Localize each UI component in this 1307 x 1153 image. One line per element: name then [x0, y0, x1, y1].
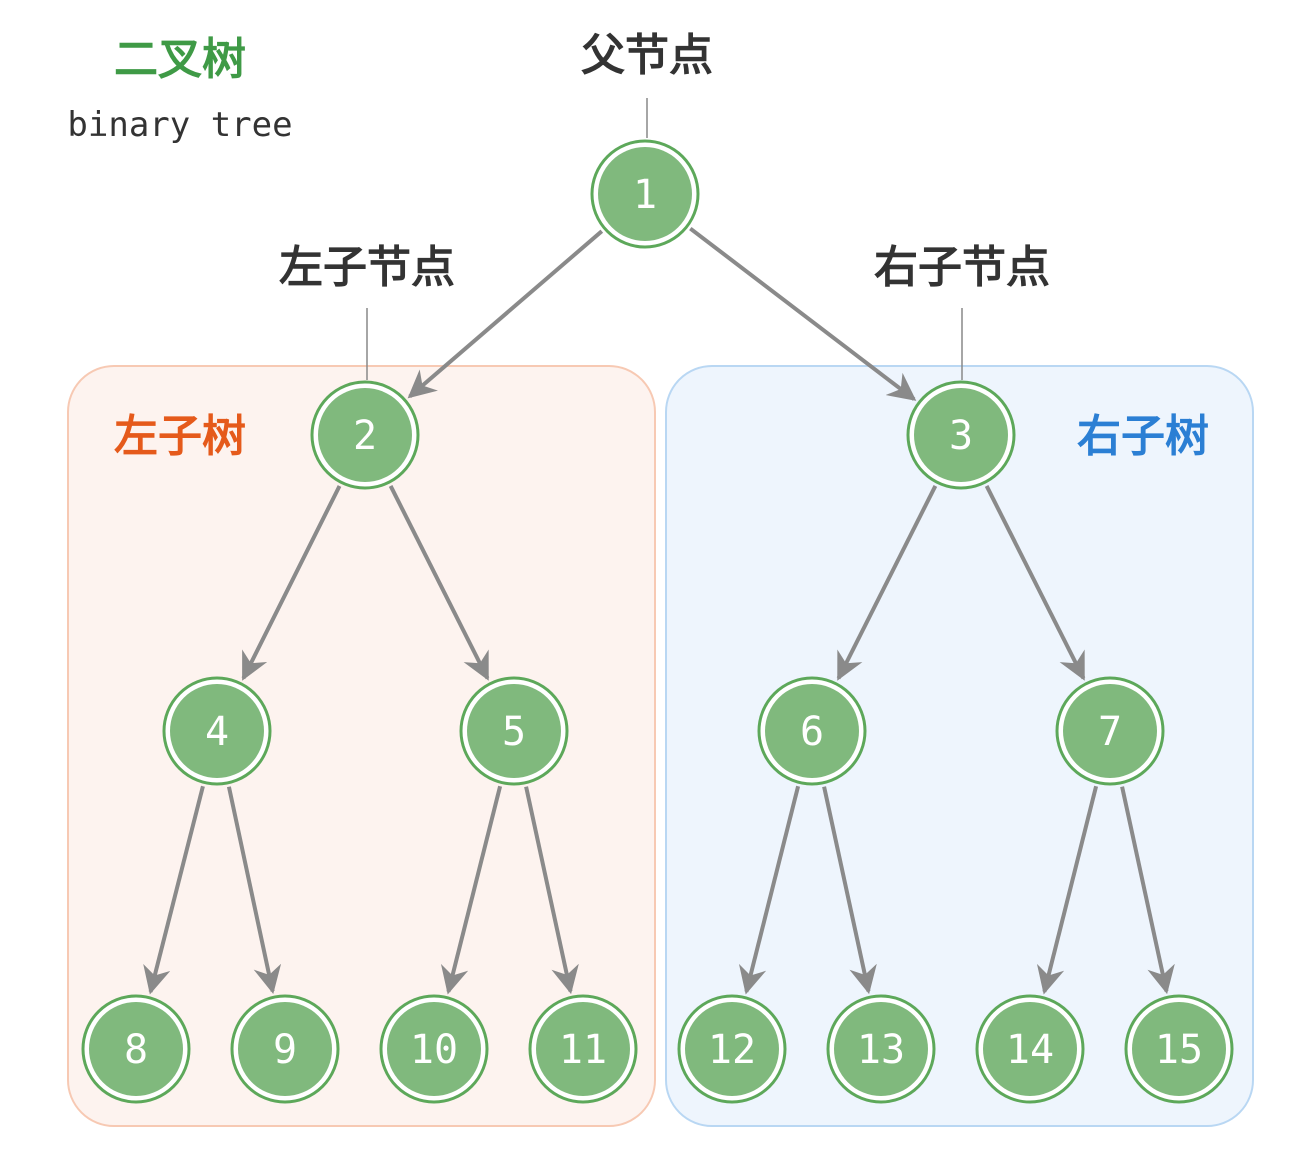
- edge-1-3: [689, 226, 917, 401]
- node-label: 12: [708, 1027, 756, 1073]
- node-label: 15: [1155, 1027, 1203, 1073]
- tree-node-3: 3: [906, 380, 1016, 490]
- edge-5-11: [524, 786, 579, 995]
- left-child-label: 左子节点: [279, 242, 455, 293]
- tree-node-10: 10: [379, 994, 489, 1104]
- title-zh: 二叉树: [114, 34, 246, 85]
- parent-node-label: 父节点: [581, 30, 713, 81]
- edge-3-7: [984, 485, 1086, 681]
- tree-node-8: 8: [81, 994, 191, 1104]
- node-label: 10: [410, 1027, 458, 1073]
- node-fill: [467, 684, 561, 778]
- right-subtree-label: 右子树: [1077, 411, 1209, 462]
- tree-node-7: 7: [1055, 676, 1165, 786]
- node-fill: [238, 1002, 332, 1096]
- node-label: 14: [1006, 1027, 1054, 1073]
- edge-7-14: [1036, 785, 1099, 995]
- left-subtree-label: 左子树: [114, 411, 246, 462]
- edge-3-6: [836, 485, 938, 681]
- edges-layer: [143, 226, 1175, 995]
- tree-node-1: 1: [590, 139, 700, 249]
- title-en: binary tree: [67, 105, 292, 145]
- node-fill: [536, 1002, 630, 1096]
- node-label: 9: [273, 1027, 297, 1073]
- edge-1-2: [407, 229, 604, 399]
- edge-2-4: [241, 485, 342, 681]
- tree-node-11: 11: [528, 994, 638, 1104]
- node-label: 1: [633, 172, 657, 218]
- tree-node-9: 9: [230, 994, 340, 1104]
- node-label: 2: [353, 413, 377, 459]
- node-label: 13: [857, 1027, 905, 1073]
- node-label: 6: [800, 709, 824, 755]
- node-label: 4: [205, 709, 229, 755]
- node-fill: [318, 388, 412, 482]
- tree-node-15: 15: [1124, 994, 1234, 1104]
- node-label: 8: [124, 1027, 148, 1073]
- left-subtree-box: [67, 365, 656, 1127]
- edge-6-13: [822, 786, 877, 995]
- node-label: 7: [1098, 709, 1122, 755]
- edge-5-10: [440, 785, 503, 995]
- tree-node-2: 2: [310, 380, 420, 490]
- node-fill: [834, 1002, 928, 1096]
- node-fill: [914, 388, 1008, 482]
- node-fill: [685, 1002, 779, 1096]
- node-fill: [983, 1002, 1077, 1096]
- node-fill: [1132, 1002, 1226, 1096]
- edge-7-15: [1120, 786, 1175, 995]
- tree-node-14: 14: [975, 994, 1085, 1104]
- node-label: 5: [502, 709, 526, 755]
- edge-6-12: [738, 785, 801, 995]
- right-child-label: 右子节点: [874, 242, 1050, 293]
- node-label: 11: [559, 1027, 607, 1073]
- tree-node-12: 12: [677, 994, 787, 1104]
- edge-2-5: [388, 485, 490, 681]
- node-fill: [1063, 684, 1157, 778]
- node-fill: [765, 684, 859, 778]
- tree-node-6: 6: [757, 676, 867, 786]
- tree-node-4: 4: [162, 676, 272, 786]
- tree-node-13: 13: [826, 994, 936, 1104]
- tree-node-5: 5: [459, 676, 569, 786]
- node-fill: [598, 147, 692, 241]
- edge-4-9: [226, 786, 282, 995]
- node-fill: [89, 1002, 183, 1096]
- node-fill: [170, 684, 264, 778]
- edge-4-8: [143, 785, 205, 995]
- right-subtree-box: [665, 365, 1254, 1127]
- node-label: 3: [949, 413, 973, 459]
- node-fill: [387, 1002, 481, 1096]
